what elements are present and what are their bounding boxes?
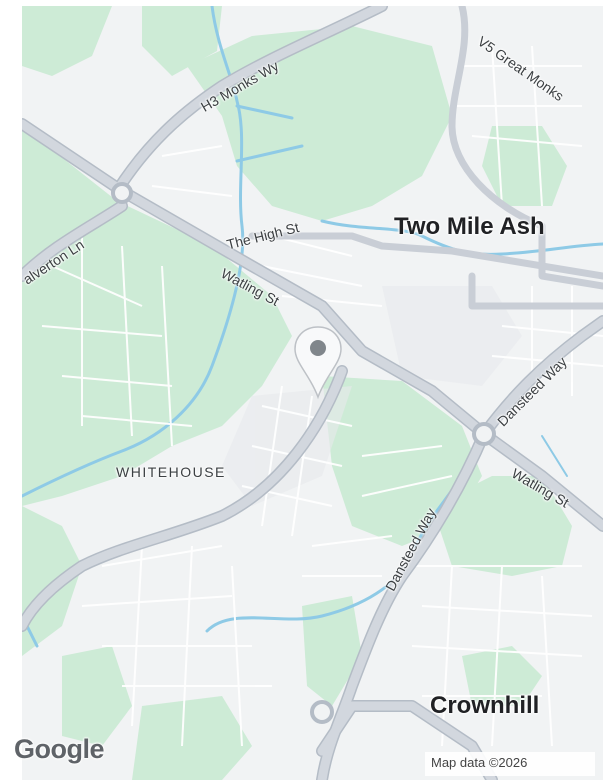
location-pin-icon[interactable] [292, 323, 344, 403]
place-label-whitehouse: WHITEHOUSE [116, 464, 226, 480]
roundabouts [111, 182, 496, 724]
google-logo[interactable]: Google [14, 734, 105, 764]
major-roads [22, 6, 603, 780]
map-view[interactable]: H3 Monks Wy V5 Great Monks alverton Ln T… [22, 6, 603, 780]
map-canvas [22, 6, 603, 780]
map-attribution[interactable]: Map data ©2026 [425, 752, 595, 776]
place-label-crownhill: Crownhill [430, 692, 540, 719]
place-label-two-mile-ash: Two Mile Ash [394, 213, 545, 240]
